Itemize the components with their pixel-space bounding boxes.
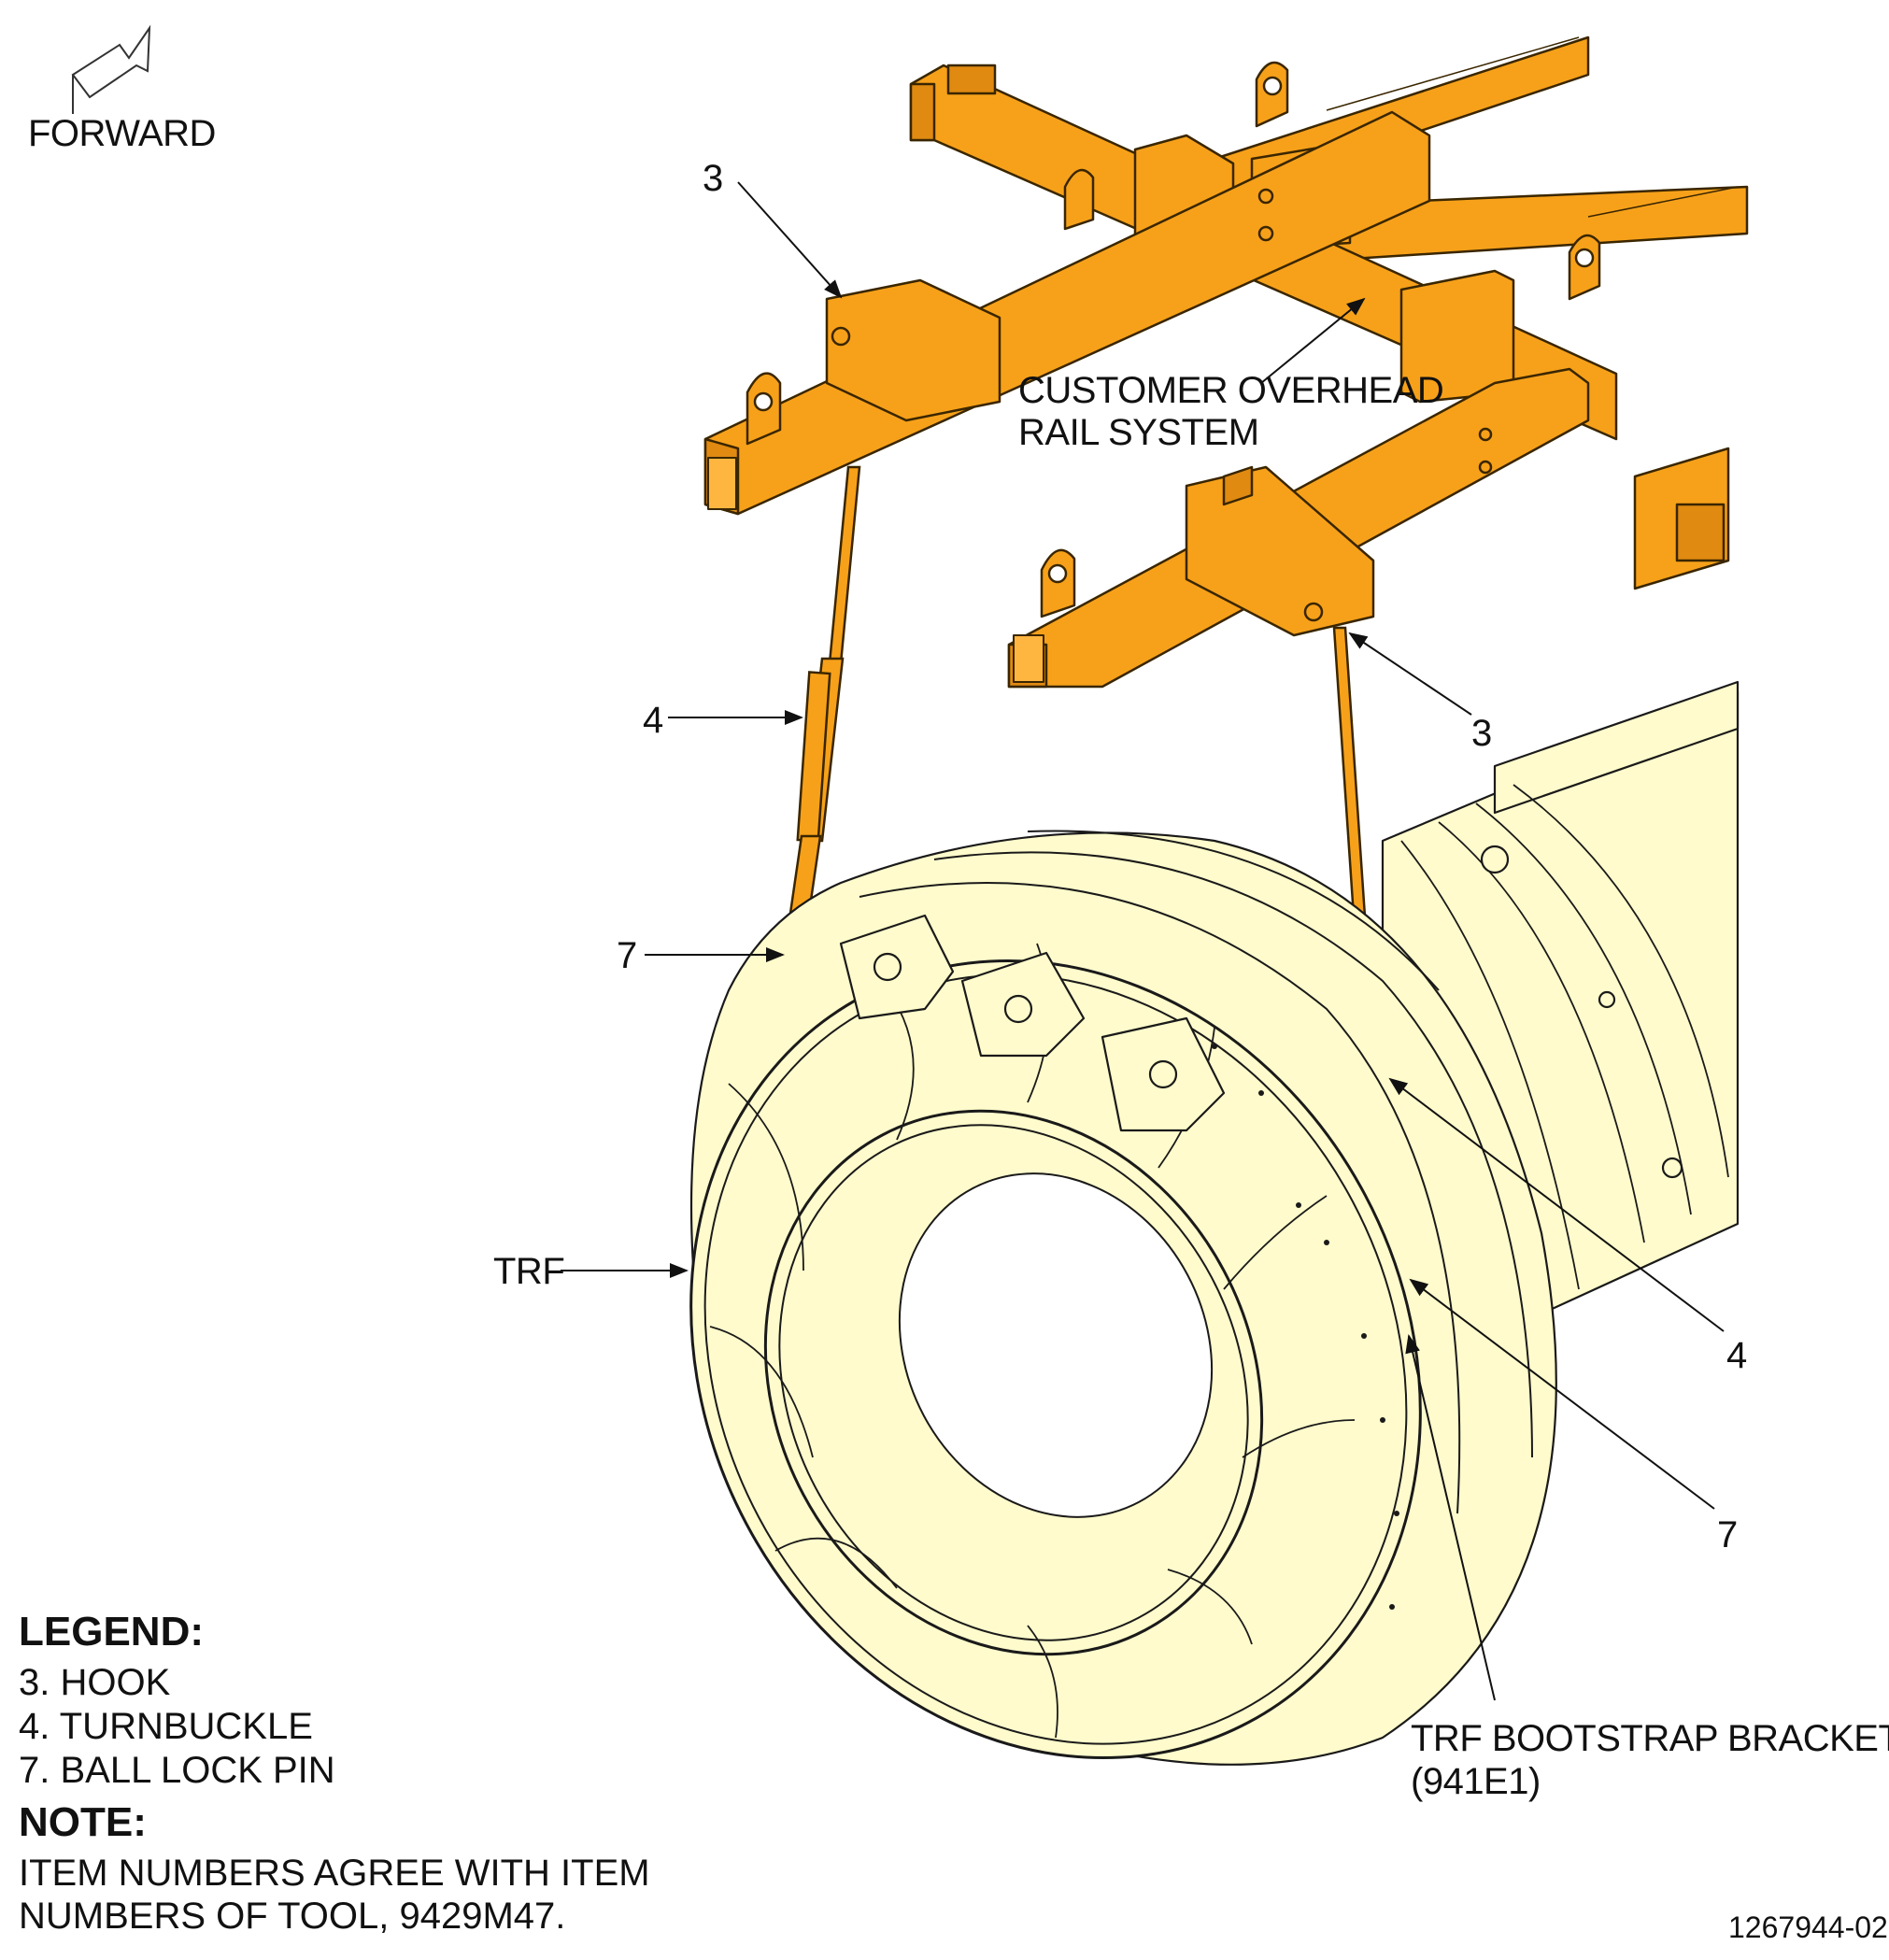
bracket-label-line1: TRF BOOTSTRAP BRACKET: [1411, 1718, 1889, 1759]
bracket-label-line2: (941E1): [1411, 1761, 1541, 1802]
legend-item: 7. BALL LOCK PIN: [19, 1750, 335, 1791]
forward-arrow-icon: [71, 24, 151, 114]
note-line: ITEM NUMBERS AGREE WITH ITEM: [19, 1853, 650, 1894]
callout-pin-right: 7: [1717, 1514, 1738, 1555]
note-line: NUMBERS OF TOOL, 9429M47.: [19, 1896, 566, 1937]
leader-lines: [561, 181, 1725, 1701]
overhead-rail-system: [703, 36, 1749, 689]
legend-title: LEGEND:: [19, 1609, 204, 1655]
leader-pin-right: [1409, 1278, 1715, 1510]
callout-turnbuckle-left: 4: [643, 700, 663, 741]
callout-hook-upper: 3: [703, 158, 723, 199]
note-title: NOTE:: [19, 1799, 147, 1845]
forward-label: FORWARD: [28, 113, 216, 154]
legend-item: 3. HOOK: [19, 1662, 171, 1703]
leader-hook-upper: [737, 181, 843, 299]
leader-bracket: [1405, 1334, 1496, 1701]
leader-hook-lower: [1348, 632, 1472, 716]
leader-turnbuckle-right: [1388, 1077, 1725, 1332]
legend-item: 4. TURNBUCKLE: [19, 1706, 313, 1747]
rail-label-line2: RAIL SYSTEM: [1018, 412, 1259, 453]
callout-turnbuckle-right: 4: [1726, 1335, 1747, 1376]
engine-trf: [689, 680, 1740, 1766]
figure-number: 1267944-02: [1728, 1910, 1888, 1944]
callout-hook-lower: 3: [1471, 713, 1492, 754]
rail-label-line1: CUSTOMER OVERHEAD: [1018, 370, 1444, 411]
callout-trf: TRF: [493, 1251, 565, 1292]
callout-pin-left: 7: [617, 935, 637, 976]
leader-rail: [1260, 297, 1366, 384]
